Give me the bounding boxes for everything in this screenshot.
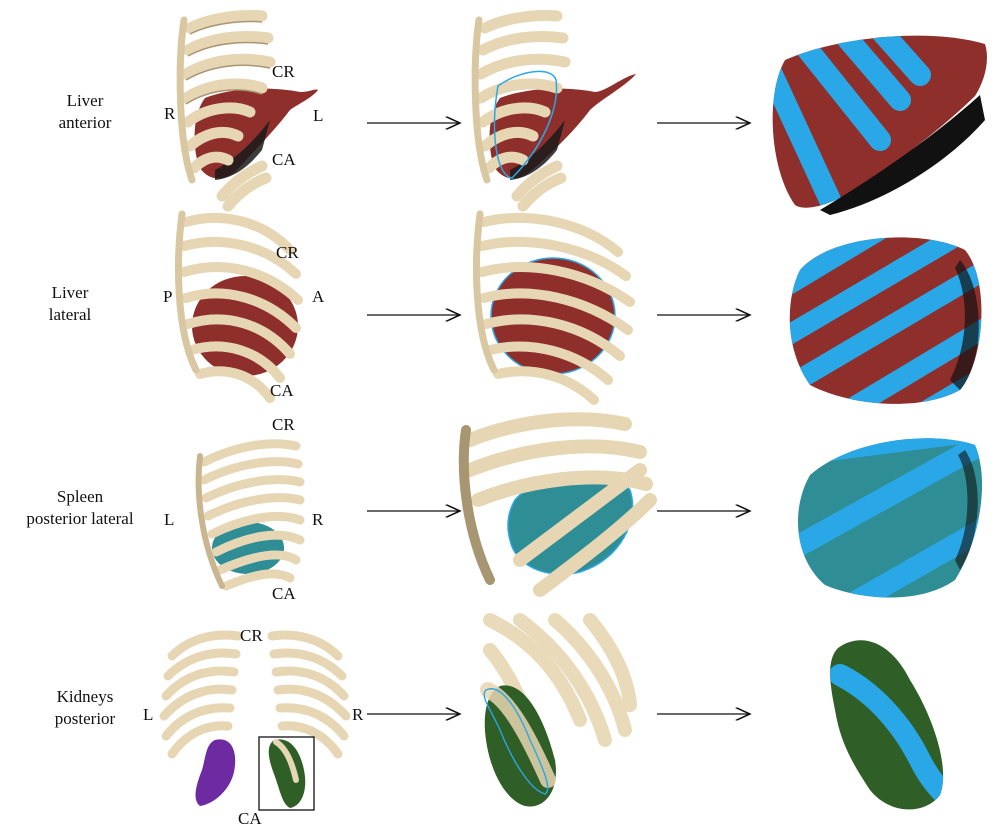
row-label-spleen-posterior-lateral: Spleen posterior lateral bbox=[10, 486, 150, 530]
direction-label-right-side: A bbox=[312, 287, 324, 307]
row-liver-anterior bbox=[180, 16, 987, 216]
liver-lateral-surface-map bbox=[780, 230, 995, 420]
row-label-liver-anterior: Liver anterior bbox=[30, 90, 140, 134]
direction-label-cranial: CR bbox=[272, 62, 295, 82]
ribcage-liver-lateral-original bbox=[179, 214, 298, 398]
direction-label-cranial: CR bbox=[276, 243, 299, 263]
ribcage-liver-lateral-overlay bbox=[477, 214, 630, 400]
left-kidney-organ bbox=[196, 739, 236, 806]
row-kidneys-posterior bbox=[164, 620, 950, 810]
row-label-kidneys-posterior: Kidneys posterior bbox=[30, 686, 140, 730]
row-label-liver-lateral: Liver lateral bbox=[15, 282, 125, 326]
ribcage-kidneys-overlay bbox=[484, 620, 630, 807]
ribcage-spleen-overlay bbox=[464, 419, 650, 590]
direction-label-right-side: R bbox=[352, 705, 363, 725]
direction-label-left-side: L bbox=[164, 510, 174, 530]
direction-label-caudal: CA bbox=[272, 584, 296, 604]
direction-label-right-side: R bbox=[312, 510, 323, 530]
ribcage-liver-anterior-overlay bbox=[475, 16, 636, 207]
ribcage-spleen-original bbox=[199, 444, 300, 586]
spleen-surface-map bbox=[790, 430, 990, 605]
direction-label-right-side: L bbox=[313, 106, 323, 126]
direction-label-caudal: CA bbox=[270, 381, 294, 401]
direction-label-caudal: CA bbox=[238, 809, 262, 829]
liver-anterior-surface-map bbox=[770, 30, 987, 215]
direction-label-cranial: CR bbox=[272, 415, 295, 435]
direction-label-left-side: R bbox=[164, 104, 175, 124]
row-liver-lateral bbox=[179, 214, 995, 420]
direction-label-left-side: P bbox=[163, 287, 172, 307]
direction-label-caudal: CA bbox=[272, 150, 296, 170]
direction-label-cranial: CR bbox=[240, 626, 263, 646]
kidney-surface-map bbox=[830, 640, 950, 809]
ribcage-liver-anterior-original bbox=[180, 16, 318, 207]
ribcage-kidneys-original bbox=[164, 635, 346, 810]
direction-label-left-side: L bbox=[143, 705, 153, 725]
